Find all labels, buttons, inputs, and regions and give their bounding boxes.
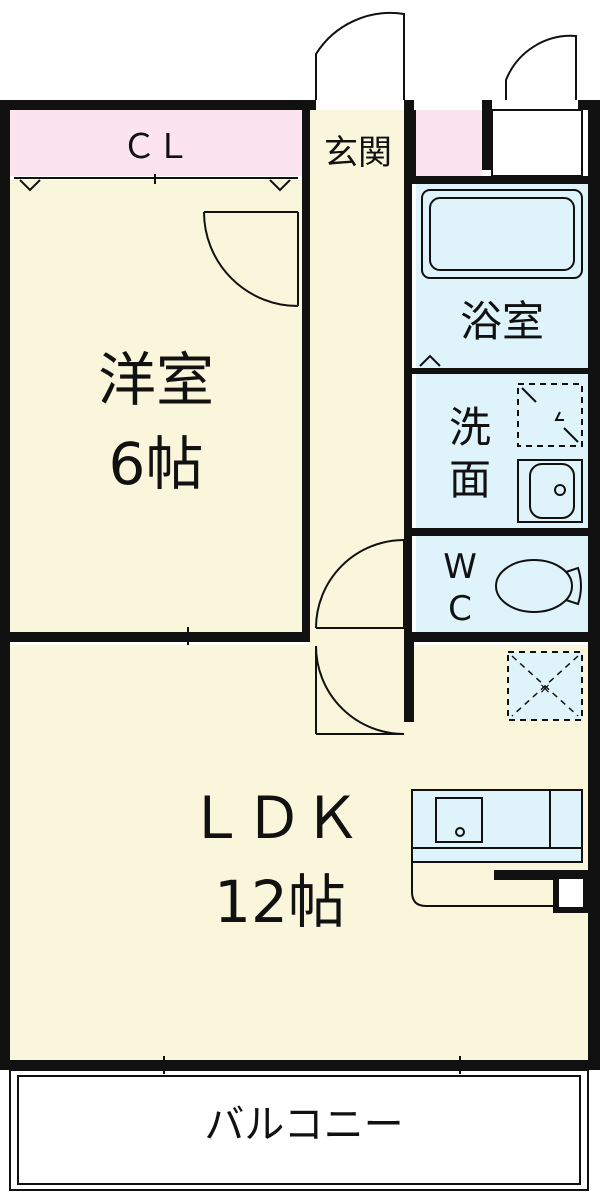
toilet-label-line2: C xyxy=(448,589,472,629)
ldk-size: 12帖 xyxy=(214,868,346,936)
balcony-label: バルコニー xyxy=(204,1102,403,1148)
corridor-floor xyxy=(310,110,410,645)
ldk-name: ＬＤＫ xyxy=(187,784,361,852)
storage-door[interactable] xyxy=(505,34,577,100)
refrigerator-space: × xyxy=(507,651,583,721)
kitchen-counter xyxy=(411,789,589,913)
toilet-fixture xyxy=(495,559,582,613)
closet-floor xyxy=(10,110,302,176)
balcony xyxy=(9,1069,589,1191)
exterior-walls xyxy=(0,100,600,1070)
wash-basin xyxy=(517,459,583,523)
western-room-door[interactable] xyxy=(203,211,299,307)
washroom-label-line1: 洗 xyxy=(449,403,491,452)
storage-closet xyxy=(491,109,583,177)
western-room-floor xyxy=(10,180,302,635)
western-room-name: 洋室 xyxy=(98,346,214,414)
toilet-label-line1: W xyxy=(443,547,477,587)
closet-door-track xyxy=(14,174,298,192)
svg-text:×: × xyxy=(539,681,551,697)
washroom-floor xyxy=(416,374,588,528)
washroom-label-line2: 面 xyxy=(449,455,491,504)
washing-machine-space xyxy=(517,383,583,447)
toilet-floor xyxy=(416,536,588,638)
bathroom-label: 浴室 xyxy=(460,297,544,346)
closet-label: ＣＬ xyxy=(122,127,190,167)
western-room-sliding-door[interactable] xyxy=(80,627,296,645)
ldk-door[interactable] xyxy=(315,645,405,735)
bathroom-floor xyxy=(416,184,588,368)
washroom-sliding-door[interactable] xyxy=(409,354,441,522)
entrance-label: 玄関 xyxy=(324,133,392,173)
western-room-size: 6帖 xyxy=(109,430,204,498)
bathtub xyxy=(421,189,583,279)
interior-walls xyxy=(10,110,588,880)
shoe-closet-floor xyxy=(416,110,482,176)
washing-machine-marks xyxy=(521,387,579,443)
entrance-door[interactable] xyxy=(315,11,405,100)
toilet-door[interactable] xyxy=(315,539,405,629)
